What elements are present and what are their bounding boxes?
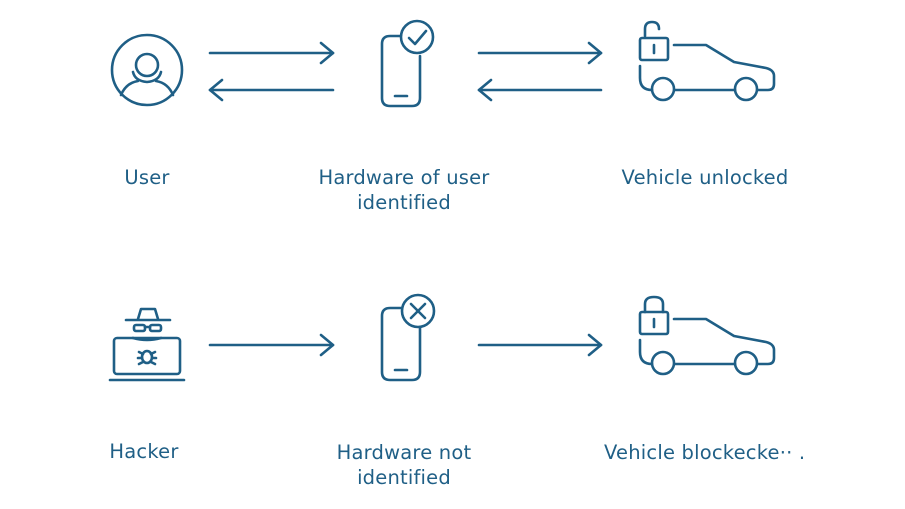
label-line: User (124, 166, 170, 189)
label-line: identified (357, 191, 451, 214)
node-label-vehicle-blocked: Vehicle blockecke·· . (604, 440, 844, 465)
label-line: identified (357, 466, 451, 489)
phone-check-icon (380, 19, 435, 108)
forward-arrow-2 (477, 333, 603, 357)
hacker-laptop-icon (108, 307, 186, 382)
node-label-hardware-not-identified: Hardware not identified (294, 440, 514, 490)
label-line: Hacker (109, 440, 179, 463)
bidirectional-arrow-1 (208, 41, 335, 102)
node-label-vehicle-unlocked: Vehicle unlocked (600, 165, 810, 190)
label-line: Hardware not (336, 441, 472, 464)
label-line: Vehicle unlocked (621, 166, 789, 189)
node-label-hacker: Hacker (69, 439, 219, 464)
node-label-hardware-identified: Hardware of user identified (294, 165, 514, 215)
user-icon (110, 33, 184, 107)
phone-x-icon (380, 293, 436, 382)
node-label-user: User (72, 165, 222, 190)
label-line: Vehicle blockecke·· . (604, 441, 806, 464)
car-unlocked-icon (638, 20, 776, 102)
bidirectional-arrow-2 (477, 41, 603, 102)
car-locked-icon (638, 295, 776, 376)
forward-arrow-1 (208, 333, 335, 357)
label-line: Hardware of user (318, 166, 490, 189)
